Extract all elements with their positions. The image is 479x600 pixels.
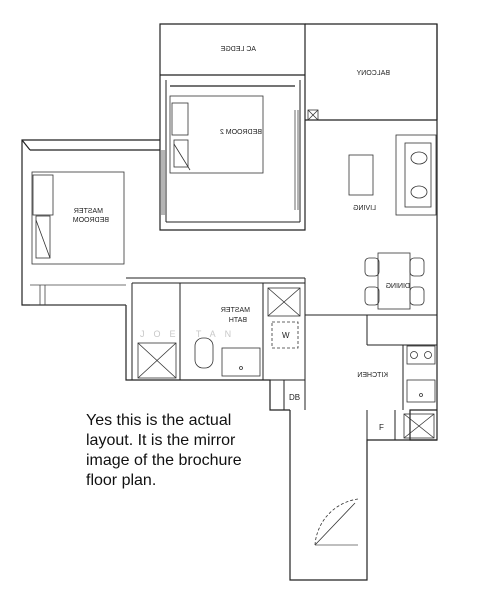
utility-box [307,109,319,121]
master-bedroom-label-2: BEDROOM [73,217,109,224]
watermark: JOE TAN [140,329,240,339]
fridge-label: F [379,423,384,432]
ac-ledge-label: AC LEDGE [220,46,256,53]
washer-label: W [282,331,290,340]
living-furniture [348,134,437,216]
bath-fixtures [137,287,301,379]
living-label: LIVING [353,205,376,212]
inner-walls [126,80,437,440]
caption-line-4: floor plan. [86,472,157,489]
bedroom2-label: BEDROOM 2 [220,129,262,136]
caption-line-1: Yes this is the actual [86,412,232,429]
windows [30,110,299,306]
bedroom2-bed [169,95,264,174]
dining-set [364,252,425,310]
outer-walls [21,23,438,581]
entrance-door [314,498,359,546]
kitchen-label: KITCHEN [357,372,388,379]
dining-label: DINING [386,283,411,290]
master-bedroom-label-1: MASTER [74,208,103,215]
room-labels: AC LEDGE BALCONY BEDROOM 2 MASTER BEDROO… [73,46,410,432]
caption-line-2: layout. It is the mirror [86,432,236,449]
master-bath-label-1: MASTER [221,307,250,314]
caption-text: Yes this is the actual layout. It is the… [86,411,286,491]
kitchen-fixtures [403,345,436,439]
balcony-label: BALCONY [356,70,390,77]
master-bath-label-2: BATH [229,317,247,324]
caption-line-3: image of the brochure [86,452,242,469]
db-label: DB [289,393,300,402]
master-bed [31,171,125,265]
